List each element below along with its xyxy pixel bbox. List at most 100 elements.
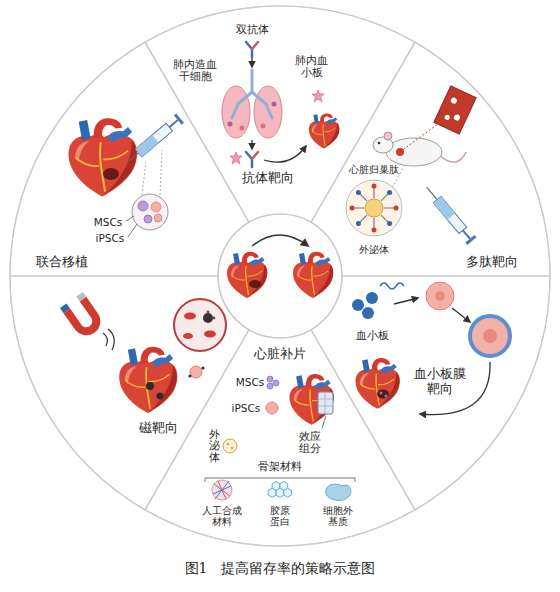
cardiac-patch-figure	[284, 488, 292, 497]
sector-node: 联合移植	[8, 40, 251, 278]
magnetic-targeting-figure	[188, 374, 191, 377]
sector-outline	[145, 6, 415, 222]
label-holder: 细胞外基质	[0, 0, 32, 23]
peptide-mouse-figure	[450, 97, 458, 105]
platelet-membrane-figure	[366, 292, 378, 304]
platelet-membrane-figure	[483, 329, 497, 343]
co-transplant-figure	[142, 150, 162, 195]
center-hearts	[252, 235, 308, 246]
peptide-mouse-figure	[346, 180, 402, 236]
magnetic-targeting-figure	[146, 382, 154, 390]
figure-caption: 图1 提高留存率的策略示意图	[185, 560, 376, 576]
antibody-lung-figure	[222, 42, 339, 167]
label-holder: 外泌体	[0, 0, 11, 35]
co-transplant-figure	[69, 114, 184, 237]
magnetic-targeting-figure	[60, 292, 106, 341]
sector-outline	[309, 40, 552, 278]
center-hearts	[293, 252, 333, 298]
sector-title: 抗体靶向	[242, 171, 294, 186]
figure-label: 外泌体	[209, 429, 220, 464]
cardiac-patch-figure	[267, 376, 273, 382]
label-holder: 胶原蛋白	[0, 0, 22, 23]
antibody-lung-figure	[309, 113, 340, 148]
magnetic-targeting-figure	[190, 366, 202, 378]
peptide-mouse-figure	[434, 86, 476, 134]
magnetic-targeting-figure	[119, 347, 177, 413]
antibody-lung-figure	[240, 126, 245, 131]
platelet-membrane-figure	[352, 299, 364, 311]
platelet-membrane-figure	[470, 316, 510, 356]
co-transplant-figure	[144, 215, 152, 223]
figure-label: 双抗体	[236, 24, 269, 37]
sector-outline	[10, 276, 249, 510]
peptide-mouse-figure	[354, 188, 394, 228]
platelet-membrane-figure	[362, 307, 374, 319]
center-hearts	[249, 280, 261, 288]
platelet-membrane-figure	[380, 392, 383, 395]
label-holder: 人工合成材料	[0, 0, 42, 23]
co-transplant-figure	[123, 114, 184, 168]
sector-title: 多肽靶向	[466, 255, 518, 270]
platelet-membrane-figure	[352, 282, 510, 415]
cardiac-patch-figure	[266, 402, 278, 414]
label-holder: 图1 提高留存率的策略示意图	[0, 0, 191, 16]
peptide-mouse-figure	[453, 114, 461, 122]
antibody-lung-figure	[272, 102, 277, 107]
figure-label: MSCs	[94, 216, 123, 228]
cardiac-patch-figure	[205, 374, 355, 500]
antibody-lung-figure	[312, 90, 324, 102]
magnetic-targeting-figure	[207, 311, 210, 314]
figure-label: iPSCs	[232, 402, 261, 414]
peptide-mouse-figure	[422, 184, 476, 245]
peptide-mouse-figure	[394, 206, 399, 211]
cardiac-patch-figure	[318, 392, 333, 414]
peptide-mouse-figure	[387, 190, 392, 195]
figure-label: 人工合成材料	[201, 505, 243, 528]
sector-node: 抗体靶向	[143, 4, 417, 225]
magnetic-targeting-figure	[203, 313, 213, 323]
antibody-lung-figure	[232, 70, 272, 118]
platelet-membrane-figure	[377, 390, 389, 399]
platelet-membrane-figure	[356, 358, 400, 409]
platelet-membrane-figure	[380, 283, 404, 289]
cardiac-patch-figure	[214, 481, 230, 499]
cardiac-patch-figure	[213, 481, 231, 499]
co-transplant-figure	[126, 216, 137, 237]
peptide-mouse-figure	[378, 142, 381, 145]
antibody-lung-figure	[230, 152, 242, 164]
label-holder: 外泌体	[0, 0, 30, 12]
peptide-mouse-figure	[356, 221, 361, 226]
sector-node: 多肽靶向	[309, 40, 552, 278]
antibody-lung-figure	[251, 58, 252, 67]
peptide-mouse-figure	[356, 190, 361, 195]
antibody-lung-figure	[264, 146, 306, 162]
peptide-mouse-figure	[387, 221, 392, 226]
figure-label: 外泌体	[359, 244, 389, 256]
label-holder: 血小板	[0, 0, 33, 13]
platelet-membrane-figure	[426, 282, 454, 310]
cardiac-patch-figure	[318, 392, 333, 414]
platelet-membrane-figure	[452, 308, 470, 322]
figure-label: 肺内造血干细胞	[173, 58, 217, 82]
peptide-mouse-figure	[372, 184, 377, 189]
peptide-mouse-figure	[372, 228, 377, 233]
magnetic-targeting-figure	[103, 329, 114, 350]
figure-label: 肺内血小板	[295, 54, 329, 78]
magnetic-targeting-figure	[184, 313, 196, 320]
outer-ring	[10, 6, 550, 546]
co-transplant-figure	[154, 214, 162, 222]
sector-outline	[145, 330, 415, 546]
sector-title: 联合移植	[36, 255, 88, 270]
magnetic-targeting-figure	[174, 299, 226, 351]
co-transplant-figure	[69, 118, 138, 196]
antibody-lung-figure	[228, 122, 233, 127]
co-transplant-figure	[138, 201, 148, 211]
label-holder: 心脏归巢肽	[0, 0, 50, 12]
magnetic-targeting-figure	[183, 333, 193, 339]
center-hearts	[227, 252, 267, 298]
platelet-membrane-figure	[385, 395, 388, 398]
sector-outline	[8, 40, 251, 278]
center-hearts	[227, 235, 333, 298]
label-holder: iPSCs	[0, 0, 29, 12]
